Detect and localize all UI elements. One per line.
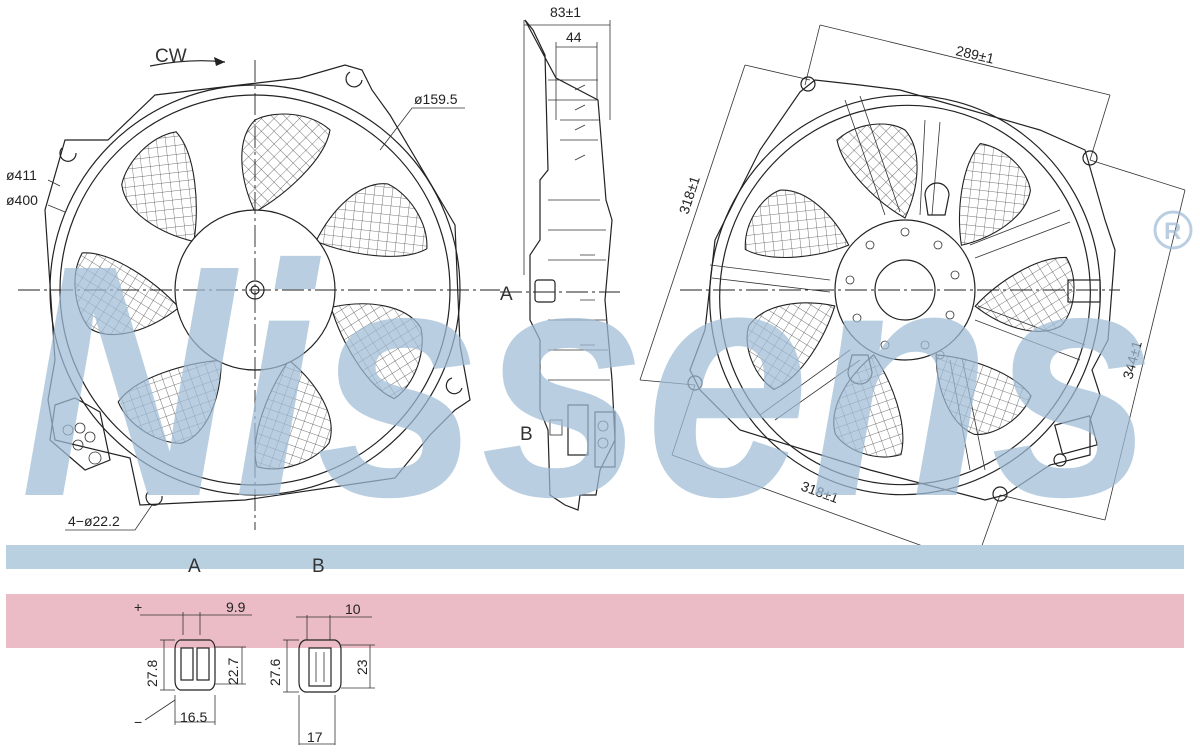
connector-a-width-top: 9.9 bbox=[226, 599, 246, 615]
connector-b-height-inner: 23 bbox=[354, 659, 370, 675]
connector-a-detail: A + − 9.9 27.8 22.7 16.5 bbox=[134, 556, 252, 730]
connector-b-height-outer: 27.6 bbox=[267, 659, 283, 686]
rear-ring-inner bbox=[719, 104, 1091, 486]
connector-a-minus: − bbox=[134, 714, 142, 730]
right-dimline bbox=[1104, 189, 1186, 521]
rear-struts bbox=[709, 95, 1086, 471]
side-hub-clip bbox=[534, 279, 556, 303]
side-connector bbox=[549, 404, 616, 468]
connector-a-plus: + bbox=[134, 599, 142, 615]
hub-diameter-label: ø159.5 bbox=[414, 91, 458, 107]
blue-band bbox=[6, 545, 1184, 569]
front-mount-frame bbox=[44, 64, 471, 506]
rear-ring-outer bbox=[709, 94, 1101, 496]
depth-label: 44 bbox=[566, 29, 582, 45]
rear-motor-holes bbox=[845, 227, 960, 360]
svg-text:R: R bbox=[1164, 218, 1181, 245]
section-b-marker: B bbox=[520, 424, 533, 445]
rear-connector bbox=[1067, 279, 1101, 303]
connector-a-width-bottom: 16.5 bbox=[180, 709, 207, 725]
connector-a-height-inner: 22.7 bbox=[225, 658, 241, 685]
nissens-watermark: Nissens R bbox=[20, 196, 1193, 565]
connector-b-detail: B 10 27.6 23 17 bbox=[267, 556, 375, 745]
top-width-dimline bbox=[819, 24, 1111, 96]
pink-band bbox=[6, 594, 1184, 648]
front-view: CW ø411 ø400 ø159.5 4−ø22.2 bbox=[6, 46, 500, 531]
rear-tab-top bbox=[924, 182, 950, 216]
mount-holes-label: 4−ø22.2 bbox=[68, 513, 120, 529]
connector-b-title: B bbox=[312, 556, 325, 577]
connector-b-body bbox=[298, 639, 342, 693]
connector-b-width-bottom: 17 bbox=[307, 729, 323, 745]
section-a-marker: A bbox=[500, 284, 513, 305]
overall-depth-label: 83±1 bbox=[550, 4, 581, 20]
front-mount-holes bbox=[59, 71, 463, 506]
outer-diameter-label: ø411 bbox=[6, 167, 37, 183]
connector-a-height-outer: 27.8 bbox=[144, 660, 160, 687]
inner-diameter-label: ø400 bbox=[6, 192, 38, 208]
rear-mount-holes bbox=[687, 76, 1098, 502]
connector-a-title: A bbox=[188, 556, 201, 577]
brand-watermark-text: Nissens bbox=[20, 196, 1155, 565]
rear-connector-box bbox=[1053, 415, 1099, 455]
side-view: 83±1 44 A B bbox=[500, 4, 620, 511]
top-width-label: 289±1 bbox=[954, 42, 996, 66]
rotation-label: CW bbox=[155, 46, 187, 67]
connector-a-body bbox=[174, 639, 216, 691]
side-body bbox=[524, 19, 616, 511]
connector-b-width-top: 10 bbox=[345, 601, 361, 617]
left-dimline bbox=[639, 64, 746, 381]
front-connector bbox=[49, 397, 111, 471]
rear-tab-bottom bbox=[847, 354, 873, 385]
